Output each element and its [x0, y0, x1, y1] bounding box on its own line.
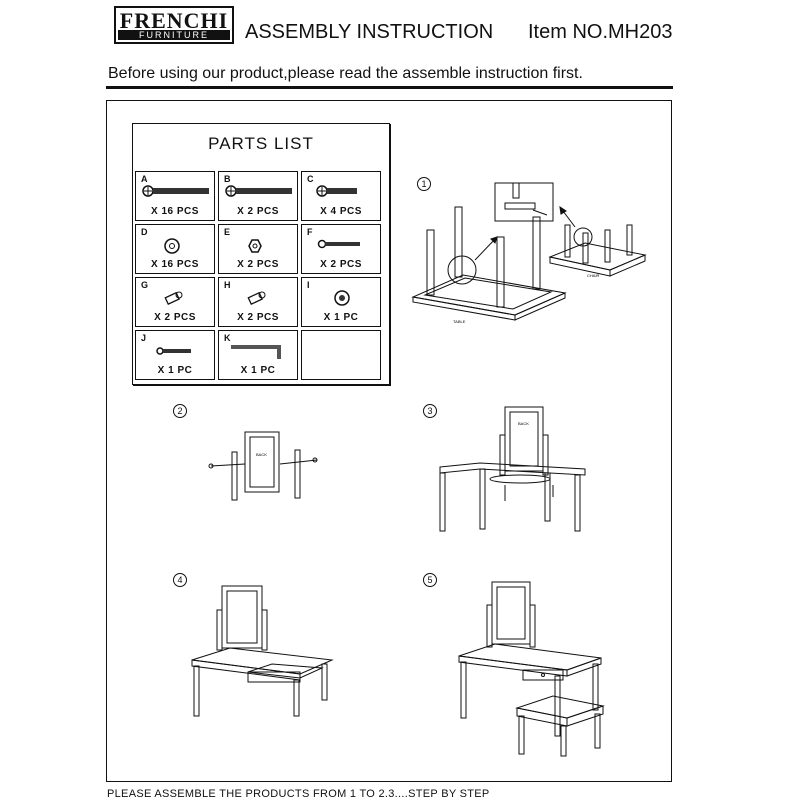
- step-5-number: 5: [423, 573, 437, 587]
- step-5-illustration: [458, 581, 605, 757]
- back-label-3: BACK: [518, 421, 529, 426]
- part-letter: B: [224, 174, 231, 184]
- part-cell-f: F X 2 PCS: [301, 224, 381, 274]
- item-number: Item NO.MH203: [528, 21, 673, 43]
- part-cell-h: H X 2 PCS: [218, 277, 298, 327]
- part-cell-c: C X 4 PCS: [301, 171, 381, 221]
- notice-text: Before using our product,please read the…: [108, 65, 583, 82]
- part-quantity: X 1 PC: [240, 365, 276, 376]
- step-1-illustration: TABLE CHAIR: [411, 182, 647, 324]
- part-cell-i: I X 1 PC: [301, 277, 381, 327]
- part-letter: A: [141, 174, 148, 184]
- step-4-illustration: [191, 585, 334, 717]
- part-letter: E: [224, 227, 231, 237]
- chair-label: CHAIR: [587, 273, 600, 278]
- part-quantity: X 4 PCS: [320, 206, 362, 217]
- header-divider: [106, 86, 673, 89]
- back-label-2: BACK: [256, 452, 267, 457]
- part-cell-a: A X 16 PCS: [135, 171, 215, 221]
- step-3-illustration: BACK: [439, 406, 586, 532]
- parts-list-title: PARTS LIST: [208, 134, 314, 153]
- footer-instruction: PLEASE ASSEMBLE THE PRODUCTS FROM 1 TO 2…: [107, 788, 490, 800]
- part-letter: H: [224, 280, 231, 290]
- instruction-frame: [106, 100, 672, 782]
- part-quantity: X 1 PC: [157, 365, 193, 376]
- brand-subtitle: FURNITURE: [118, 30, 230, 40]
- part-cell-j: J X 1 PC: [135, 330, 215, 380]
- brand-logo: FRENCHI FURNITURE: [114, 6, 234, 44]
- part-cell-d: D X 16 PCS: [135, 224, 215, 274]
- part-letter: C: [307, 174, 314, 184]
- part-letter: G: [141, 280, 149, 290]
- step-2-illustration: BACK: [208, 431, 318, 501]
- step-2-number: 2: [173, 404, 187, 418]
- part-cell-empty: [301, 330, 381, 380]
- step-3-number: 3: [423, 404, 437, 418]
- step-1-number: 1: [417, 177, 431, 191]
- part-quantity: X 16 PCS: [151, 259, 199, 270]
- part-quantity: X 16 PCS: [151, 206, 199, 217]
- table-label: TABLE: [453, 319, 466, 324]
- part-cell-k: K X 1 PC: [218, 330, 298, 380]
- part-cell-e: E X 2 PCS: [218, 224, 298, 274]
- part-quantity: X 2 PCS: [237, 312, 279, 323]
- part-cell-b: B X 2 PCS: [218, 171, 298, 221]
- part-letter: D: [141, 227, 148, 237]
- part-quantity: X 2 PCS: [320, 259, 362, 270]
- part-cell-g: G X 2 PCS: [135, 277, 215, 327]
- part-letter: K: [224, 333, 231, 343]
- step-4-number: 4: [173, 573, 187, 587]
- part-quantity: X 2 PCS: [154, 312, 196, 323]
- part-letter: J: [141, 333, 147, 343]
- brand-name: FRENCHI: [119, 8, 229, 33]
- part-letter: I: [307, 280, 310, 290]
- part-quantity: X 2 PCS: [237, 259, 279, 270]
- part-letter: F: [307, 227, 313, 237]
- document-title: ASSEMBLY INSTRUCTION: [245, 21, 494, 43]
- part-quantity: X 2 PCS: [237, 206, 279, 217]
- parts-list: PARTS LIST: [132, 123, 390, 385]
- part-quantity: X 1 PC: [323, 312, 359, 323]
